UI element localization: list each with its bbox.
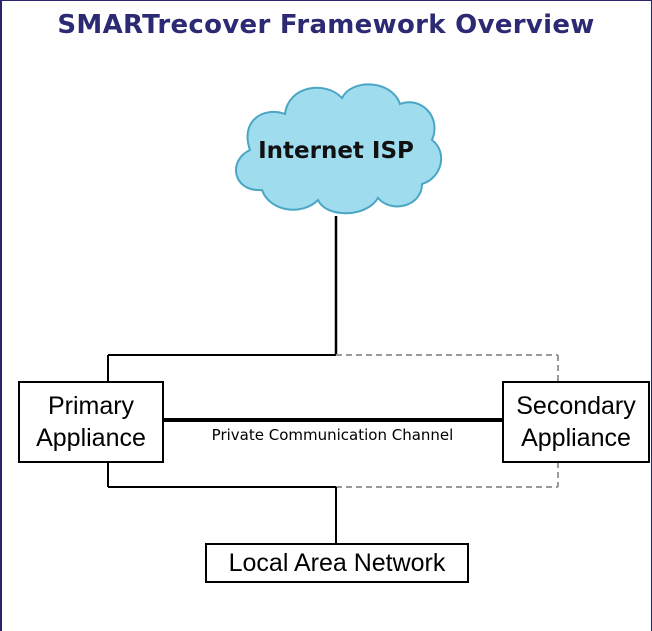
local-area-network-node: Local Area Network [205,543,469,583]
local-area-network-label: Local Area Network [228,549,446,577]
secondary-appliance-line1: Secondary [516,392,636,420]
diagram-title: SMARTrecover Framework Overview [57,10,595,40]
internet-cloud-icon [235,83,442,215]
primary-appliance-line2: Appliance [36,424,146,452]
internet-isp-label: Internet ISP [258,138,414,164]
primary-appliance-node: Primary Appliance [18,381,164,463]
primary-appliance-line1: Primary [47,392,135,420]
secondary-appliance-node: Secondary Appliance [502,381,650,463]
private-channel-label: Private Communication Channel [211,426,454,444]
secondary-appliance-line2: Appliance [521,424,631,452]
